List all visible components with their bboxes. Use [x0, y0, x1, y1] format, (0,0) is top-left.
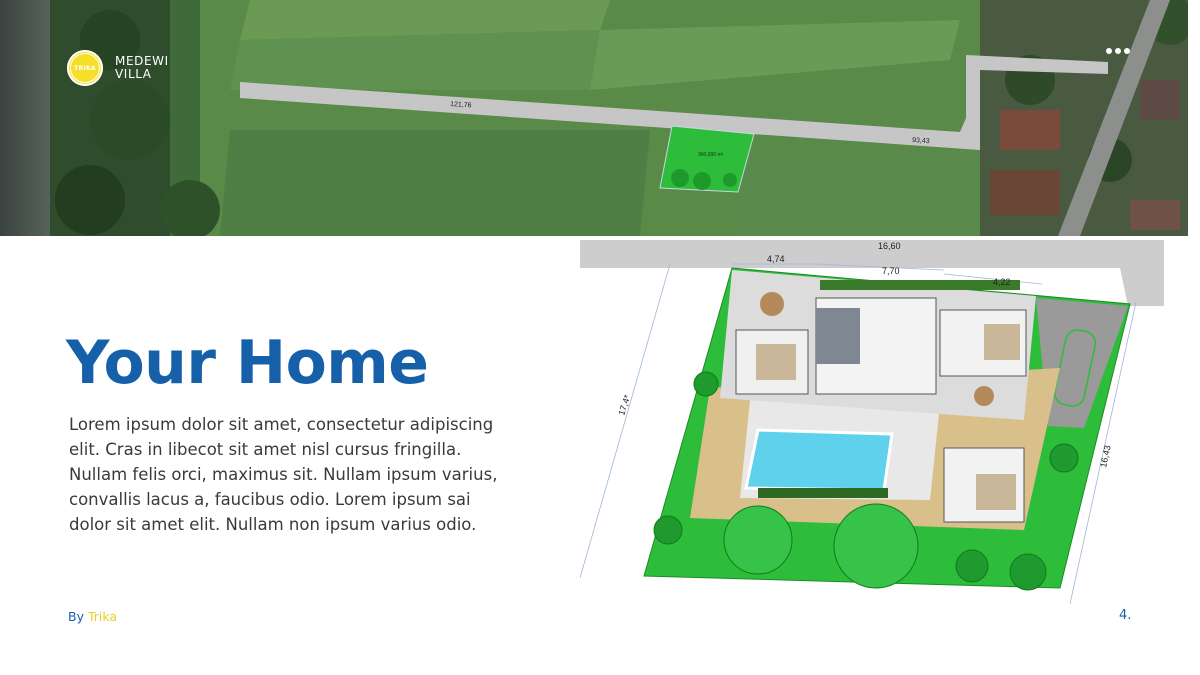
road-length-2-label: 93,43 — [912, 137, 930, 145]
page-number: 4. — [1119, 608, 1132, 623]
dim-center: 7,70 — [882, 266, 900, 276]
dim-right-side: 16,43 — [1098, 444, 1112, 468]
floor-plan-image: 16,60 4,74 7,70 4,22 17,4* 16,43 — [579, 238, 1170, 610]
brand-name-line2: VILLA — [115, 67, 152, 81]
page-title: Your Home — [66, 328, 429, 398]
body-text: Lorem ipsum dolor sit amet, consectetur … — [69, 415, 498, 534]
road-length-1-label: 121,76 — [450, 101, 472, 109]
byline: By Trika — [68, 609, 117, 624]
author-name: Trika — [87, 609, 118, 624]
plot-area-label: 360,000 m² — [698, 152, 724, 158]
brand[interactable]: TRIKA MEDEWI VILLA — [67, 50, 169, 86]
aerial-map: 121,76 93,43 360,000 m² — [0, 0, 1188, 236]
dim-right-room: 4,22 — [993, 277, 1011, 287]
dim-top-total: 16,60 — [878, 241, 901, 251]
dim-left-side: 17,4* — [616, 393, 632, 417]
logo-text: TRIKA — [74, 64, 96, 72]
brand-name: MEDEWI VILLA — [115, 55, 169, 81]
logo: TRIKA — [67, 50, 103, 86]
by-label: By — [68, 609, 84, 624]
brand-name-line1: MEDEWI — [115, 54, 169, 68]
dim-left-room: 4,74 — [767, 254, 785, 264]
more-horizontal-icon[interactable] — [1106, 48, 1130, 54]
